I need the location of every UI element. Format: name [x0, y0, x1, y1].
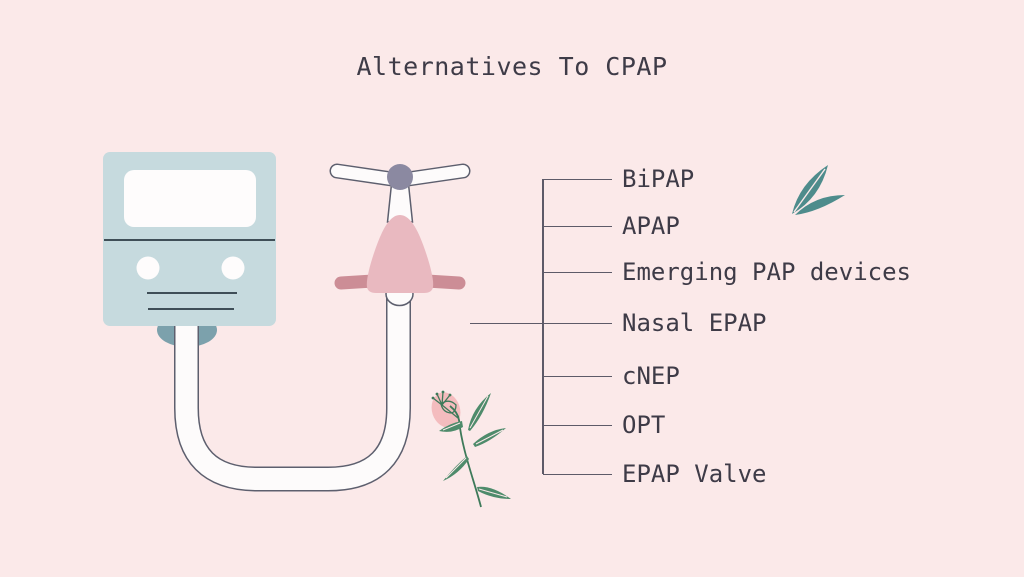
- machine-button-right: [221, 256, 245, 280]
- page-title: Alternatives To CPAP: [356, 52, 668, 81]
- list-item-apap: APAP: [622, 212, 680, 240]
- cpap-machine: [103, 152, 276, 326]
- list-item-epap-valve: EPAP Valve: [622, 460, 767, 488]
- connector-branch-line: [543, 473, 612, 475]
- mask-body: [366, 215, 434, 293]
- mask-wings: [329, 163, 471, 187]
- connector-branch-line: [543, 178, 612, 180]
- list-item-opt: OPT: [622, 411, 666, 439]
- mask-knob: [387, 164, 413, 190]
- machine-vent-lines: [147, 292, 237, 310]
- flower-decoration-icon: [431, 390, 511, 508]
- machine-screen: [124, 170, 256, 227]
- connector-branch-line: [543, 271, 612, 273]
- cpap-mask: [329, 163, 471, 307]
- leaf-decoration-icon: [792, 165, 845, 215]
- connector-branch-line-main: [470, 322, 612, 324]
- connector-branch-line: [543, 375, 612, 377]
- air-tube: [174, 292, 411, 492]
- connector-branch-line: [543, 424, 612, 426]
- list-item-nasal-epap: Nasal EPAP: [622, 309, 767, 337]
- connector-branch-line: [543, 225, 612, 227]
- machine-button-left: [136, 256, 160, 280]
- list-item-emerging-pap-devices: Emerging PAP devices: [622, 258, 911, 286]
- connector-trunk-line: [542, 179, 544, 474]
- list-item-bipap: BiPAP: [622, 165, 695, 193]
- list-item-cnep: cNEP: [622, 362, 680, 390]
